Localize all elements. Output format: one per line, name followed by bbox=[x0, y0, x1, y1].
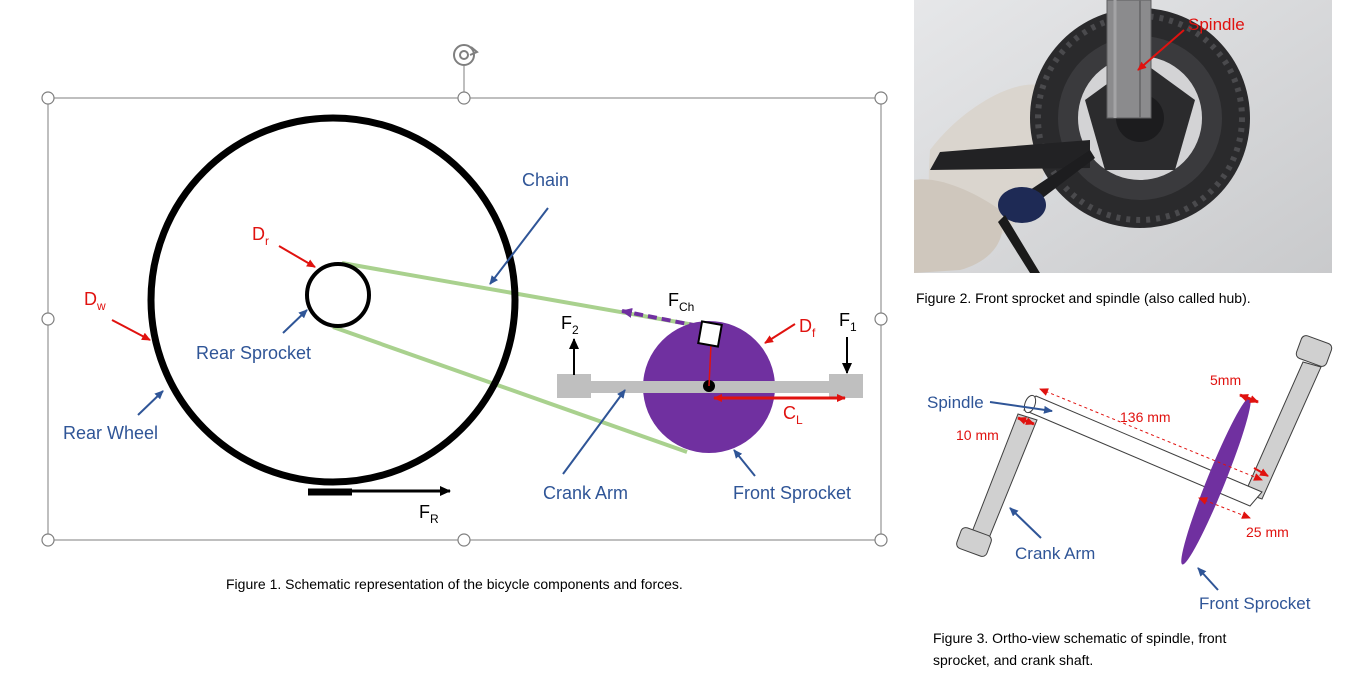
figure-1-caption: Figure 1. Schematic representation of th… bbox=[226, 576, 683, 592]
figure-2: Spindle Figure 2. Front sprocket and spi… bbox=[914, 0, 1332, 306]
rear-sprocket bbox=[305, 262, 371, 328]
crank-arm-pointer bbox=[562, 389, 626, 475]
front-sprocket-ortho-label: Front Sprocket bbox=[1199, 594, 1311, 613]
dim-10-label: 10 mm bbox=[956, 427, 999, 443]
f2-label: F2 bbox=[561, 313, 579, 337]
front-sprocket-pointer bbox=[733, 449, 756, 477]
rear-sprocket-label: Rear Sprocket bbox=[196, 343, 311, 363]
dim-136-label: 136 mm bbox=[1120, 409, 1171, 425]
crank-arm-ortho-label: Crank Arm bbox=[1015, 544, 1095, 563]
chain-label: Chain bbox=[522, 170, 569, 190]
front-sprocket-label: Front Sprocket bbox=[733, 483, 851, 503]
figure-2-caption: Figure 2. Front sprocket and spindle (al… bbox=[916, 290, 1251, 306]
dim-right-arrow bbox=[1253, 467, 1269, 477]
fch-label: FCh bbox=[668, 290, 694, 314]
rear-wheel bbox=[147, 114, 519, 486]
rear-sprocket-pointer bbox=[282, 309, 308, 334]
crank-pedal-bottom bbox=[956, 527, 992, 557]
dim-136-line bbox=[1039, 388, 1263, 481]
df-label: Df bbox=[799, 316, 816, 340]
crank-arm-label: Crank Arm bbox=[543, 483, 628, 503]
figure-3-caption-cont: sprocket, and crank shaft. bbox=[933, 652, 1093, 668]
spindle-photo-label: Spindle bbox=[1188, 15, 1245, 34]
dim-10-arrow bbox=[1017, 416, 1035, 426]
front-sprocket-ortho-pointer bbox=[1197, 567, 1219, 591]
resize-handles[interactable] bbox=[41, 91, 888, 547]
spindle-ortho-label: Spindle bbox=[927, 393, 984, 412]
crank-pedal-right bbox=[829, 374, 863, 398]
f1-label: F1 bbox=[839, 310, 857, 334]
rotate-handle-icon[interactable] bbox=[453, 44, 479, 66]
rear-wheel-pointer bbox=[137, 390, 164, 416]
chain-lower bbox=[332, 325, 688, 454]
crank-pedal-top bbox=[1295, 335, 1333, 367]
dr-pointer bbox=[278, 245, 316, 268]
spindle-pointer bbox=[1137, 29, 1185, 71]
dr-label: Dr bbox=[252, 224, 269, 248]
dim-25-label: 25 mm bbox=[1246, 524, 1289, 540]
dim-5-label: 5mm bbox=[1210, 372, 1241, 388]
crank-arm-ortho-pointer bbox=[1009, 507, 1042, 539]
figure-1: Chain Rear Sprocket Rear Wheel Crank Arm… bbox=[41, 44, 888, 592]
crank-arm-right bbox=[1244, 361, 1322, 500]
figure-3-caption: Figure 3. Ortho-view schematic of spindl… bbox=[933, 630, 1226, 646]
dw-label: Dw bbox=[84, 289, 106, 313]
cl-label: CL bbox=[783, 403, 803, 427]
dw-pointer bbox=[111, 319, 151, 341]
chain-upper bbox=[341, 261, 701, 328]
dim-5-arrow bbox=[1239, 393, 1259, 404]
spindle-ortho-pointer bbox=[989, 401, 1053, 414]
force-fch-arrow bbox=[621, 308, 699, 328]
photo-front-sprocket bbox=[914, 0, 1332, 273]
figure-3: Spindle 136 mm 10 mm 5mm 25 mm Crank Arm… bbox=[927, 335, 1333, 668]
radius-line bbox=[708, 343, 712, 387]
chain-link-marker bbox=[697, 320, 723, 348]
fr-label: FR bbox=[419, 502, 439, 526]
df-pointer bbox=[764, 323, 796, 344]
crank-pedal-left bbox=[557, 374, 591, 398]
front-sprocket-disk bbox=[1181, 397, 1251, 565]
chain-pointer bbox=[489, 207, 549, 285]
rear-wheel-label: Rear Wheel bbox=[63, 423, 158, 443]
selection-frame[interactable] bbox=[47, 97, 882, 541]
